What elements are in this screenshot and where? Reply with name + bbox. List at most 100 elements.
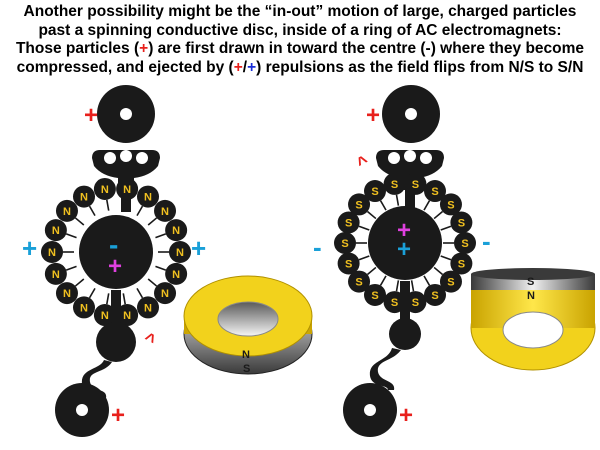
caption-line-3-b: ) are first drawn in toward the centre (… [148, 40, 585, 57]
left-coil-spoke [65, 233, 77, 239]
right-coil [364, 283, 386, 306]
right-coil-spoke [440, 255, 452, 261]
right-magnet-top-pole: S [527, 276, 534, 288]
right-coil-spoke [423, 200, 431, 211]
right-coil-spoke [440, 225, 452, 231]
right-side-charge-right: - [482, 226, 491, 256]
left-coil-label: N [80, 192, 88, 204]
left-coil-spoke [88, 287, 96, 299]
left-coil-label: N [52, 269, 60, 281]
right-coil-spoke [379, 200, 387, 211]
left-coil [116, 177, 139, 200]
right-coil-label: S [355, 199, 362, 211]
right-coil-spoke [410, 280, 415, 292]
left-coil [93, 177, 116, 200]
right-lower-connector [369, 281, 421, 390]
right-coil-label: S [355, 277, 362, 289]
right-coil-spoke [395, 194, 400, 206]
right-coil-label: S [371, 186, 378, 198]
left-coil-spoke [74, 278, 85, 287]
left-coil-spoke [88, 205, 96, 217]
right-ring-magnet [470, 268, 596, 371]
left-coil-spoke [122, 293, 126, 305]
left-coil-label: N [176, 247, 184, 259]
left-coil-spoke [136, 287, 144, 299]
caption-line-1: Another possibility might be the “in-out… [23, 3, 577, 20]
left-coil-label: N [101, 310, 109, 322]
caption-line-3: Those particles (+) are first drawn in t… [0, 40, 600, 59]
left-coil [137, 185, 159, 208]
left-top-disc-hole [120, 108, 132, 120]
left-coil-label: N [48, 247, 56, 259]
right-coil-label: S [458, 217, 465, 229]
left-side-charge-right: + [191, 233, 206, 263]
left-ring-magnet [183, 275, 313, 375]
right-coil [337, 211, 360, 234]
left-coil-spoke [106, 199, 110, 211]
right-coil [424, 180, 446, 203]
left-coil-label: N [144, 302, 152, 314]
left-coil-label: N [52, 225, 60, 237]
right-coil [439, 193, 462, 216]
right-coil [404, 172, 427, 195]
caption-line-4-a: compressed, and ejected by ( [16, 58, 234, 76]
left-coil-label: N [80, 302, 88, 314]
right-coil [383, 172, 406, 195]
right-coil [454, 232, 476, 254]
right-coil-label: S [345, 259, 352, 271]
right-coil [439, 270, 462, 293]
caption-line-4: compressed, and ejected by (+/+) repulsi… [0, 59, 600, 78]
right-coil-spoke [423, 275, 431, 286]
right-coil-label: S [341, 238, 348, 250]
right-coil-label: S [447, 199, 454, 211]
right-coil-label: S [371, 290, 378, 302]
right-center-charge-bottom: + [397, 236, 411, 263]
caption-line-4-plus-blue: + [247, 58, 257, 76]
left-coil [93, 304, 116, 327]
left-inner-particle-charge: + [108, 253, 122, 280]
right-coil-spoke [433, 266, 444, 276]
right-coil-spoke [358, 255, 370, 261]
left-coil-spoke [65, 265, 77, 271]
right-coil-label: S [447, 277, 454, 289]
left-coil-label: N [63, 288, 71, 300]
right-coil-label: S [458, 259, 465, 271]
left-motion-mark: ^ [140, 328, 159, 351]
left-coil [41, 241, 63, 263]
right-coil-label: S [461, 238, 468, 250]
caption-line-4-plus-red: + [233, 58, 243, 76]
left-coil-label: N [172, 269, 180, 281]
right-coil-spoke [366, 266, 377, 276]
right-coil-spoke [358, 225, 370, 231]
left-coil-label: N [63, 206, 71, 218]
left-coil-label: N [123, 310, 131, 322]
left-coil [154, 199, 177, 222]
caption-line-3-plus: + [139, 40, 149, 57]
right-coil [337, 252, 360, 275]
left-coil-spoke [106, 293, 110, 305]
left-coil [154, 282, 177, 305]
right-magnet-bottom-pole: N [527, 290, 535, 302]
right-coil-label: S [345, 217, 352, 229]
right-center-charge-top: + [397, 217, 411, 244]
right-coil [348, 193, 371, 216]
left-coil [169, 241, 191, 263]
left-coil-label: N [172, 225, 180, 237]
left-coil-spoke [74, 217, 85, 226]
left-center-charge: - [109, 229, 118, 260]
right-coil-spoke [366, 210, 377, 220]
right-upper-connector [376, 150, 444, 212]
right-coil [364, 180, 386, 203]
left-coil-label: N [161, 206, 169, 218]
left-coil [55, 282, 78, 305]
left-coil-spoke [122, 199, 126, 211]
right-coil [424, 283, 446, 306]
right-motion-mark: ^ [354, 151, 373, 174]
left-coil [137, 296, 159, 319]
left-coil-label: N [123, 184, 131, 196]
right-coil [348, 270, 371, 293]
right-coil [450, 211, 473, 234]
right-top-disc-charge: + [366, 102, 380, 129]
